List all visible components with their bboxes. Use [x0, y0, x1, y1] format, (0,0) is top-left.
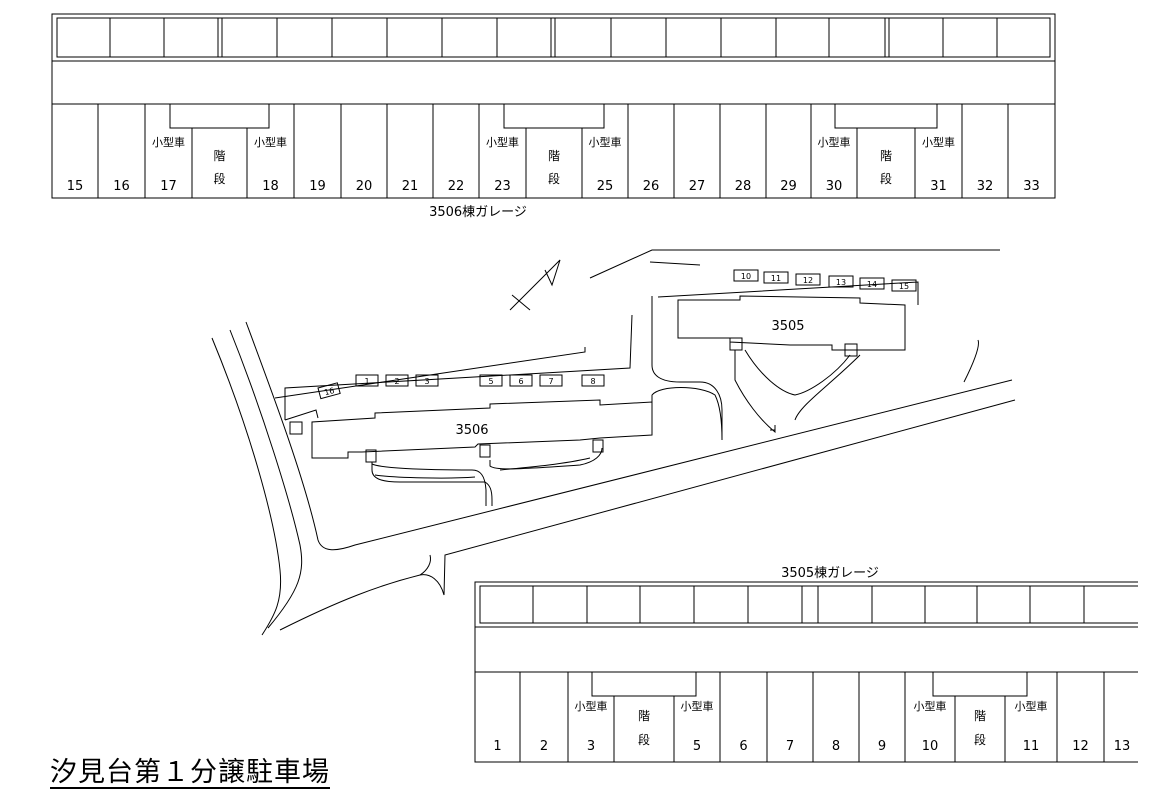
site-space-label: 15 — [899, 282, 909, 291]
site-space-12: 12 — [795, 273, 821, 286]
parking-space-30: 30 — [826, 179, 843, 194]
parking-space-17: 17 — [160, 179, 177, 194]
parking-space-3: 3 — [587, 739, 595, 754]
parking-space-2: 2 — [540, 739, 548, 754]
building-3506-label: 3506 — [455, 423, 488, 438]
site-space-label: 1 — [364, 377, 369, 386]
site-space-5: 5 — [479, 374, 503, 387]
stairs-label: 段 — [548, 171, 560, 186]
parking-space-15: 15 — [67, 179, 84, 194]
small-car-label: 小型車 — [575, 699, 608, 713]
parking-space-13: 13 — [1114, 739, 1131, 754]
site-space-14: 14 — [859, 277, 885, 290]
site-space-1: 1 — [355, 374, 379, 387]
parking-space-32: 32 — [977, 179, 994, 194]
parking-space-1: 1 — [493, 739, 501, 754]
stairs-label: 階 — [974, 708, 986, 723]
site-space-label: 2 — [394, 377, 399, 386]
page-title: 汐見台第１分譲駐車場 — [50, 757, 330, 788]
site-space-label: 6 — [518, 377, 523, 386]
stairs-label: 段 — [638, 732, 650, 747]
garage-3506-aisle — [51, 60, 1056, 105]
site-space-label: 14 — [867, 280, 877, 289]
parking-space-25: 25 — [597, 179, 614, 194]
building-3505-label: 3505 — [771, 319, 804, 334]
site-space-15: 15 — [891, 279, 917, 292]
garage-3506-caption: 3506棟ガレージ — [429, 205, 527, 220]
site-space-label: 11 — [771, 274, 781, 283]
building-3506 — [311, 399, 653, 459]
stairs-label: 段 — [880, 171, 892, 186]
stairs-label: 階 — [548, 148, 560, 163]
parking-space-8: 8 — [832, 739, 840, 754]
parking-space-16: 16 — [113, 179, 130, 194]
garage-3506-front-row — [51, 103, 1056, 199]
stairs-label: 段 — [213, 171, 225, 186]
site-space-11: 11 — [763, 271, 789, 284]
small-car-label: 小型車 — [922, 135, 955, 149]
parking-space-6: 6 — [739, 739, 747, 754]
road-main-south-edge — [279, 399, 1016, 631]
road-main-north-edge — [245, 321, 1013, 551]
small-car-label: 小型車 — [589, 135, 622, 149]
site-space-7: 7 — [539, 374, 563, 387]
parking-space-7: 7 — [786, 739, 794, 754]
site-space-3: 3 — [415, 374, 439, 387]
small-car-label: 小型車 — [1015, 699, 1048, 713]
small-car-label: 小型車 — [681, 699, 714, 713]
stairs-label: 階 — [638, 708, 650, 723]
parking-space-11: 11 — [1023, 739, 1040, 754]
road-west-edge-outer — [211, 337, 282, 636]
site-space-16: 16 — [317, 382, 341, 400]
site-space-2: 2 — [385, 374, 409, 387]
small-car-label: 小型車 — [152, 135, 185, 149]
stairs-label: 階 — [880, 148, 892, 163]
site-space-8: 8 — [581, 374, 605, 387]
site-space-label: 12 — [803, 276, 813, 285]
site-space-13: 13 — [828, 275, 854, 288]
parking-space-22: 22 — [448, 179, 465, 194]
site-space-10: 10 — [733, 269, 759, 282]
parking-space-29: 29 — [780, 179, 797, 194]
garage-3505-caption: 3505棟ガレージ — [781, 566, 879, 581]
site-space-label: 8 — [590, 377, 595, 386]
parking-space-21: 21 — [402, 179, 419, 194]
stairs-label: 段 — [974, 732, 986, 747]
site-space-6: 6 — [509, 374, 533, 387]
small-car-label: 小型車 — [486, 135, 519, 149]
site-space-label: 16 — [323, 386, 335, 397]
parking-space-33: 33 — [1023, 179, 1040, 194]
parking-space-12: 12 — [1072, 739, 1089, 754]
site-space-label: 13 — [836, 278, 846, 287]
parking-space-5: 5 — [693, 739, 701, 754]
road-west-edge-inner — [229, 329, 303, 629]
site-space-label: 7 — [548, 377, 553, 386]
small-car-label: 小型車 — [254, 135, 287, 149]
parking-space-28: 28 — [735, 179, 752, 194]
parking-space-18: 18 — [262, 179, 279, 194]
site-space-label: 5 — [488, 377, 493, 386]
parking-space-19: 19 — [309, 179, 326, 194]
parking-space-23: 23 — [494, 179, 511, 194]
stairs-label: 階 — [213, 148, 225, 163]
parking-space-9: 9 — [878, 739, 886, 754]
site-space-label: 3 — [424, 377, 429, 386]
garage-3506-back-row — [51, 13, 1056, 62]
parking-space-31: 31 — [930, 179, 947, 194]
small-car-label: 小型車 — [914, 699, 947, 713]
parking-space-10: 10 — [922, 739, 939, 754]
parking-space-26: 26 — [643, 179, 660, 194]
parking-space-20: 20 — [356, 179, 373, 194]
small-car-label: 小型車 — [818, 135, 851, 149]
site-space-label: 10 — [741, 272, 751, 281]
parking-space-27: 27 — [689, 179, 706, 194]
